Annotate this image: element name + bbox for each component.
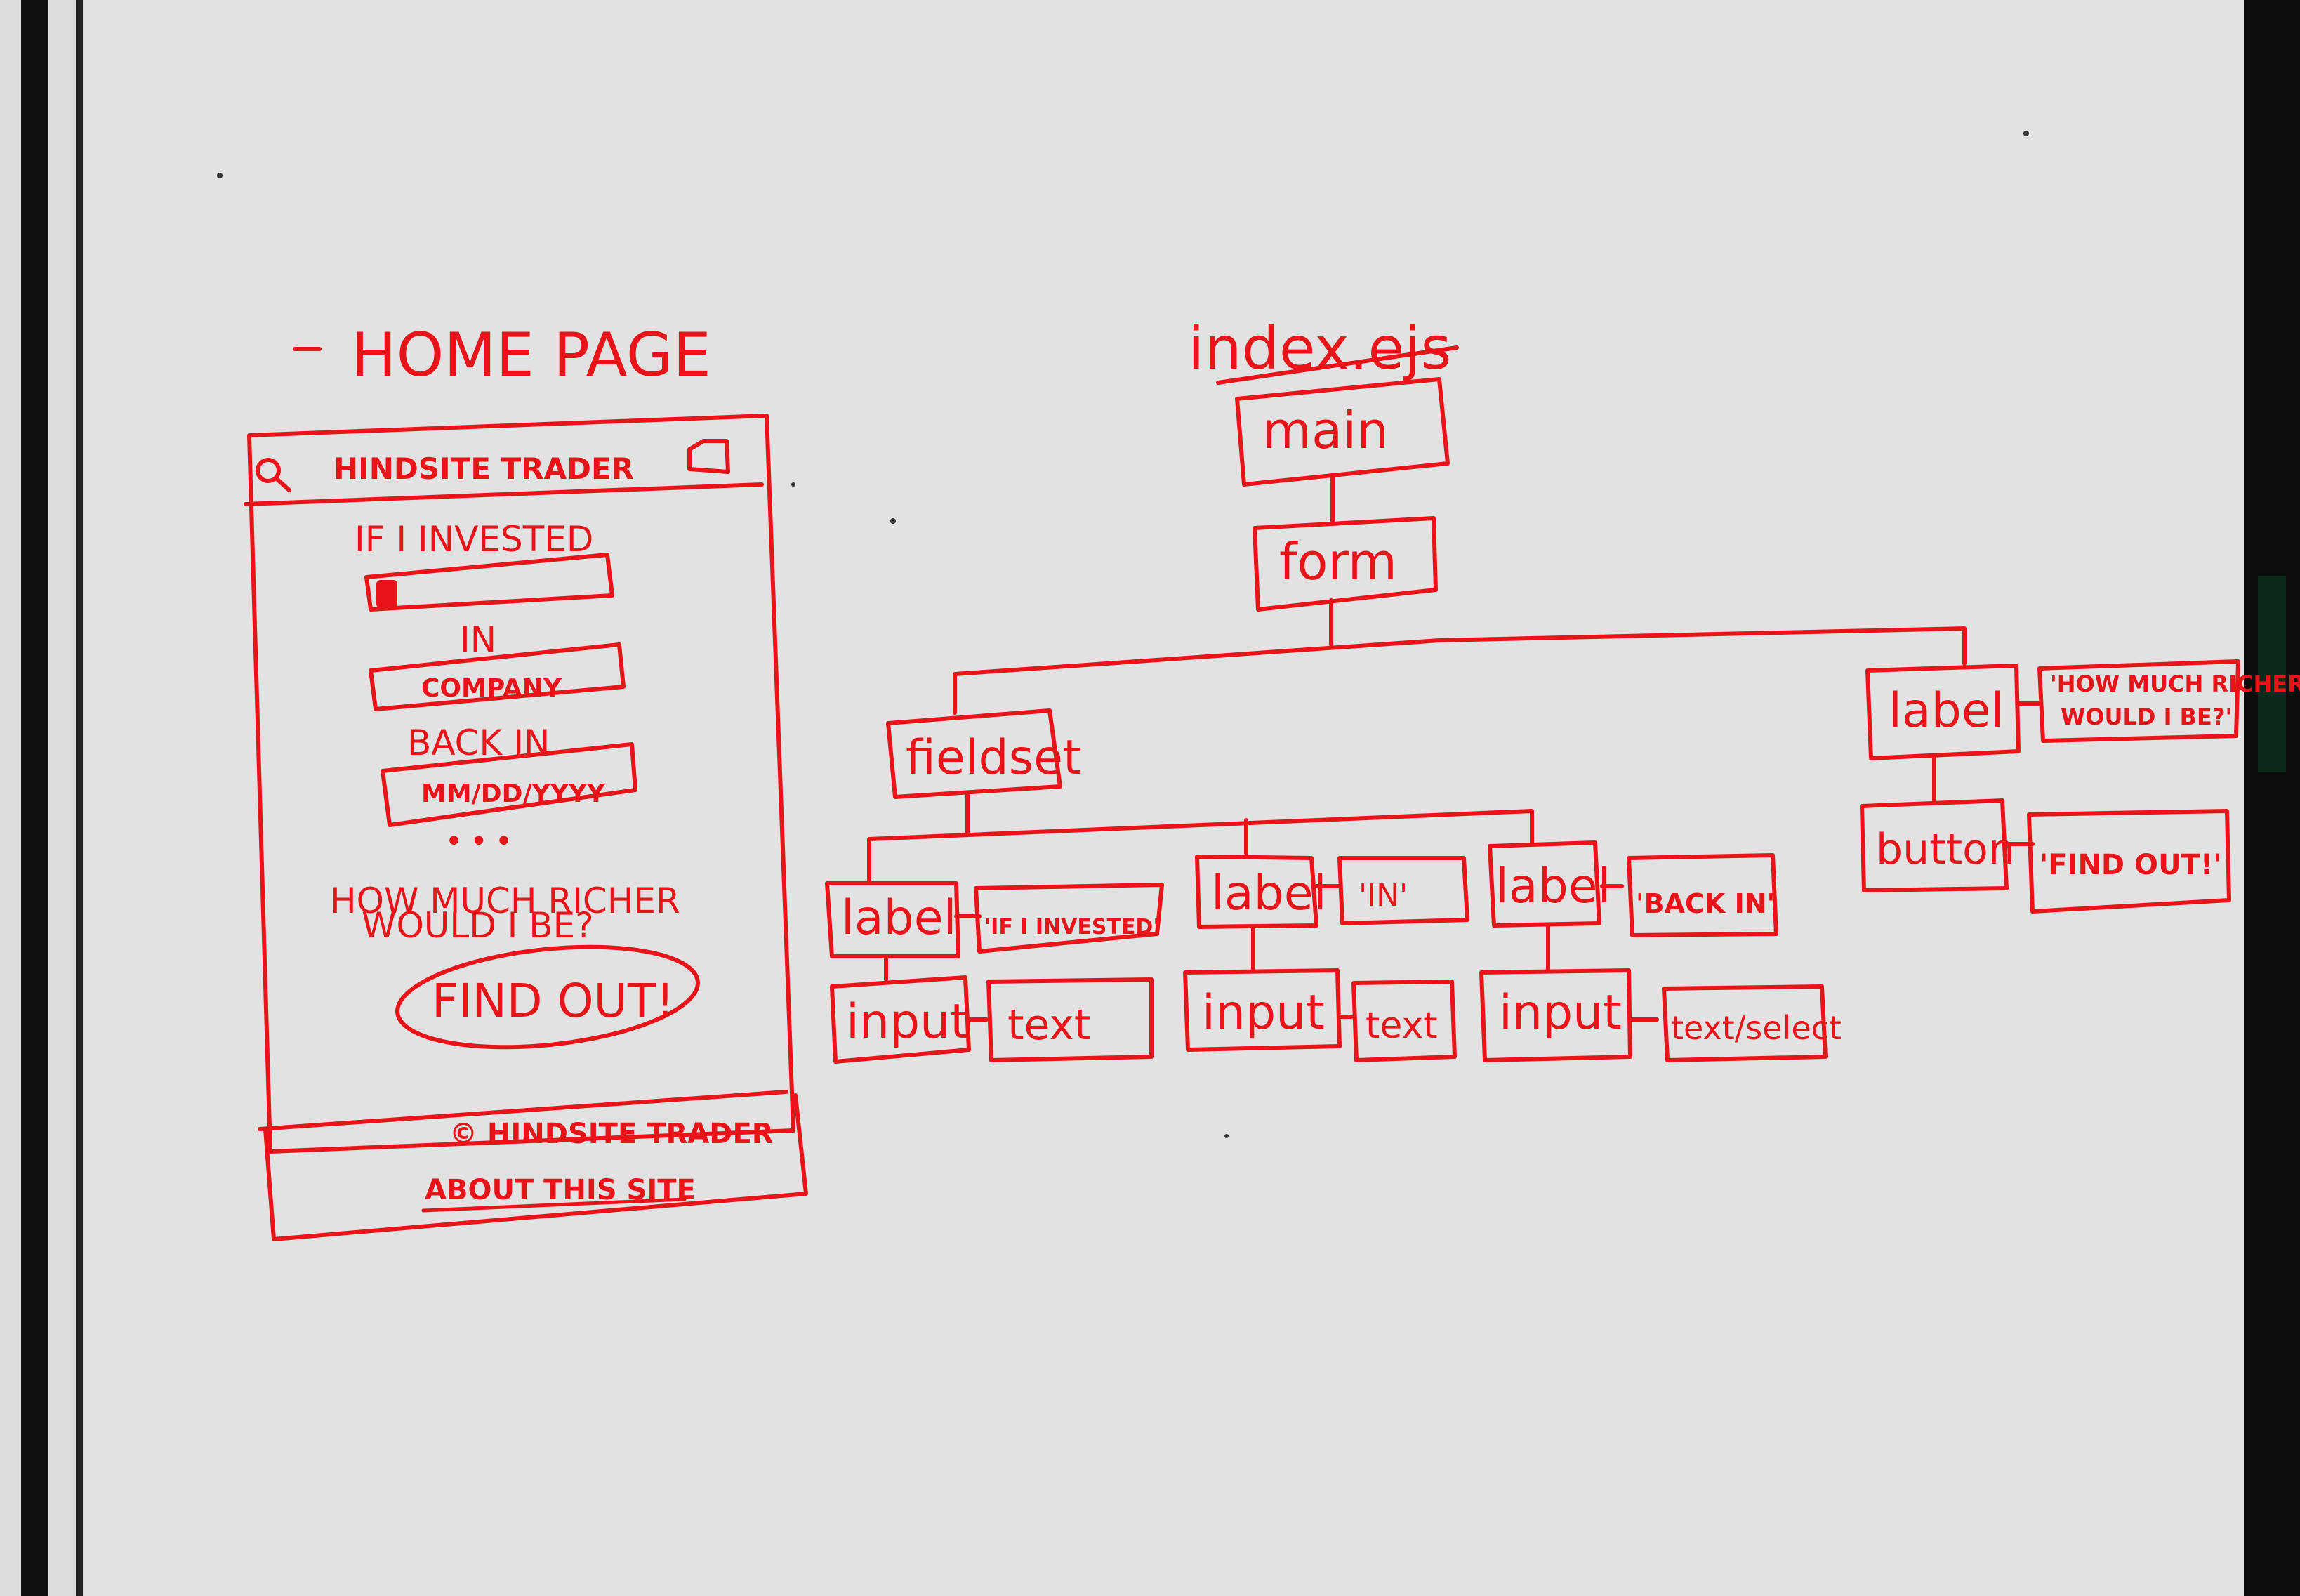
node-main <box>1235 377 1450 487</box>
node-label-question-text: label <box>1889 683 2004 739</box>
node-question-content-line-1: 'HOW MUCH RICHER <box>2050 671 2300 697</box>
dom-tree: index.ejs main form fieldset label 'IF I… <box>825 314 2300 1064</box>
frame-reflection <box>2258 576 2286 772</box>
whiteboard-left-frame <box>0 0 84 1596</box>
node-button <box>1860 798 2009 892</box>
node-label-question <box>1865 664 2021 760</box>
node-input-1-text: input <box>846 994 969 1050</box>
node-label-2-content <box>1337 856 1469 925</box>
wireframe-heading: HOME PAGE <box>351 320 711 390</box>
node-fieldset-label: fieldset <box>906 730 1082 786</box>
node-input-2-type <box>1351 980 1457 1062</box>
question-line-1: HOW MUCH RICHER <box>330 881 680 921</box>
stray-mark <box>890 518 896 524</box>
tree-title-underline <box>1216 345 1459 385</box>
tree-title: index.ejs <box>1188 314 1451 383</box>
node-input-2-text: input <box>1202 985 1325 1041</box>
about-link-underline <box>421 1197 687 1213</box>
node-label-1-content <box>974 883 1164 954</box>
frame-edge-inner <box>76 0 83 1596</box>
find-out-button-outline[interactable] <box>392 934 703 1060</box>
node-input-2-type-text: text <box>1366 1005 1438 1047</box>
node-input-1-type <box>986 977 1154 1062</box>
node-input-3 <box>1479 968 1632 1062</box>
node-label-2-content-text: 'IN' <box>1359 878 1408 914</box>
header-divider <box>244 482 764 506</box>
node-form-label: form <box>1279 532 1397 591</box>
ellipsis: • • • <box>446 827 512 856</box>
node-button-content-text: 'FIND OUT!' <box>2040 849 2221 881</box>
node-question-content <box>2037 659 2240 743</box>
frame-edge <box>21 0 48 1596</box>
stray-mark <box>791 482 795 487</box>
node-question-content-line-2: WOULD I BE?' <box>2061 704 2232 730</box>
stray-mark <box>217 173 223 178</box>
node-label-2-text: label <box>1211 866 1326 921</box>
search-icon[interactable] <box>256 458 291 492</box>
node-label-1-content-text: 'IF I INVESTED' <box>984 915 1160 939</box>
date-placeholder: MM/DD/YYYY <box>421 779 606 808</box>
footer-outline <box>263 1093 808 1241</box>
homepage-wireframe: HOME PAGE HINDSITE TRADER IF I INVESTED … <box>244 320 808 1241</box>
node-label-2 <box>1195 855 1318 929</box>
node-label-3-text: label <box>1495 859 1611 914</box>
amount-input[interactable] <box>364 553 614 612</box>
company-placeholder: COMPANY <box>421 674 562 703</box>
node-input-1-type-text: text <box>1007 1001 1090 1050</box>
node-fieldset <box>886 708 1062 799</box>
node-label-3-content-text: 'BACK IN' <box>1636 888 1775 919</box>
node-label-3-content <box>1627 853 1778 937</box>
node-input-3-text: input <box>1499 985 1622 1041</box>
label-in: IN <box>460 619 496 660</box>
whiteboard-right-frame <box>2244 0 2300 1596</box>
node-button-content <box>2027 809 2231 914</box>
node-label-1-text: label <box>841 890 956 946</box>
node-main-label: main <box>1262 401 1389 460</box>
stray-mark <box>2023 131 2029 136</box>
label-if-invested: IF I INVESTED <box>355 519 593 560</box>
node-input-1 <box>830 975 971 1064</box>
folder-icon[interactable] <box>687 439 730 474</box>
node-button-text: button <box>1876 825 2015 874</box>
node-input-3-type-text: text/select <box>1671 1009 1842 1047</box>
date-input[interactable] <box>381 742 637 827</box>
node-input-2 <box>1183 968 1342 1052</box>
footer-copyright: © HINDSITE TRADER <box>449 1118 774 1150</box>
find-out-button-label: FIND OUT! <box>432 974 675 1028</box>
node-label-3 <box>1488 840 1601 928</box>
node-label-1 <box>825 881 960 958</box>
dollar-sign-icon <box>376 580 397 608</box>
company-input[interactable] <box>369 642 626 711</box>
whiteboard-surface <box>84 0 2244 1596</box>
footer-divider <box>258 1090 788 1131</box>
question-line-2: WOULD I BE? <box>362 905 594 946</box>
stray-mark <box>1224 1134 1229 1138</box>
node-input-3-type <box>1662 984 1828 1062</box>
brand-name: HINDSITE TRADER <box>333 451 634 486</box>
node-form <box>1253 516 1438 612</box>
phone-outline <box>247 414 795 1154</box>
